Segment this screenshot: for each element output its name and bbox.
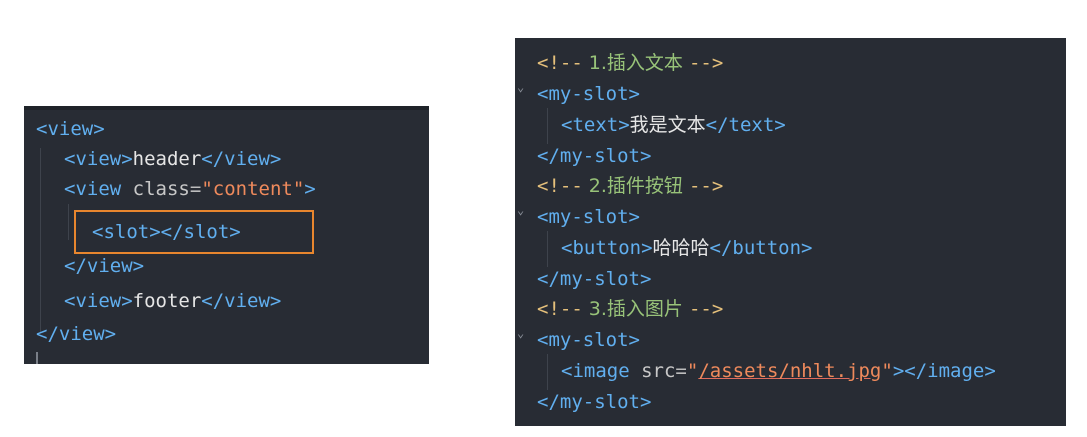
indent-guide bbox=[40, 148, 41, 332]
view-close-tag: </view> bbox=[64, 255, 145, 277]
view-open-start: <view bbox=[64, 178, 122, 200]
slot-highlight-box bbox=[74, 210, 314, 254]
indent-guide bbox=[547, 108, 548, 144]
right-code-editor: <!-- 1.插入文本 --> ⌄ <my-slot> <text>我是文本</… bbox=[515, 38, 1066, 426]
code-line-1: <view> bbox=[36, 114, 429, 144]
code-line-7: </view> bbox=[36, 319, 429, 349]
view-close-tag: </view> bbox=[201, 148, 282, 170]
my-slot-open-2: <my-slot> bbox=[537, 202, 1066, 232]
comment-line-3: <!-- 3.插入图片 --> bbox=[537, 294, 1066, 324]
my-slot-close-3: </my-slot> bbox=[537, 387, 1066, 417]
code-line-2: <view>header</view> bbox=[64, 144, 429, 174]
text-line: <text>我是文本</text> bbox=[561, 110, 1066, 140]
my-slot-close-tag: </my-slot> bbox=[537, 391, 652, 413]
class-attribute: class bbox=[132, 178, 190, 200]
text-open-tag: <text> bbox=[561, 114, 630, 136]
my-slot-open-1: <my-slot> bbox=[537, 79, 1066, 109]
comment-start: <!-- bbox=[537, 175, 583, 197]
view-close-tag: </view> bbox=[201, 290, 282, 312]
equals-sign: = bbox=[675, 360, 687, 382]
my-slot-close-tag: </my-slot> bbox=[537, 268, 652, 290]
indent-guide bbox=[547, 354, 548, 390]
button-line: <button>哈哈哈</button> bbox=[561, 233, 1066, 263]
code-line-5: </view> bbox=[64, 251, 429, 281]
indent-guide bbox=[68, 204, 69, 240]
code-line-3: <view class="content"> bbox=[64, 174, 429, 204]
comment-start: <!-- bbox=[537, 298, 583, 320]
footer-text: footer bbox=[132, 290, 202, 312]
text-cursor bbox=[36, 352, 38, 364]
button-open-tag: <button> bbox=[561, 237, 653, 259]
header-text: header bbox=[132, 148, 202, 170]
code-line-6: <view>footer</view> bbox=[64, 286, 429, 316]
my-slot-close-2: </my-slot> bbox=[537, 264, 1066, 294]
indent-guide bbox=[547, 231, 548, 267]
comment-line-2: <!-- 2.插件按钮 --> bbox=[537, 171, 1066, 201]
comment-text: 1.插入文本 bbox=[582, 52, 689, 74]
button-close-tag: </button> bbox=[709, 237, 813, 259]
comment-text: 3.插入图片 bbox=[582, 298, 689, 320]
comment-line-1: <!-- 1.插入文本 --> bbox=[537, 48, 1066, 78]
view-open-end: > bbox=[304, 178, 316, 200]
my-slot-open-tag: <my-slot> bbox=[537, 329, 640, 351]
my-slot-close-1: </my-slot> bbox=[537, 141, 1066, 171]
fold-chevron-icon[interactable]: ⌄ bbox=[517, 203, 525, 217]
slot-tag: <slot></slot> bbox=[92, 221, 241, 243]
my-slot-close-tag: </my-slot> bbox=[537, 145, 652, 167]
comment-text: 2.插件按钮 bbox=[582, 175, 689, 197]
image-close-tag: ></image> bbox=[892, 360, 996, 382]
my-slot-open-tag: <my-slot> bbox=[537, 83, 640, 105]
comment-end: --> bbox=[688, 52, 724, 74]
comment-end: --> bbox=[688, 298, 724, 320]
quote-open: " bbox=[686, 360, 699, 382]
image-src-link[interactable]: /assets/nhlt.jpg bbox=[698, 360, 882, 382]
view-open-tag: <view> bbox=[64, 290, 133, 312]
code-line-4: <slot></slot> bbox=[92, 217, 429, 247]
image-line: <image src="/assets/nhlt.jpg"></image> bbox=[561, 356, 1066, 386]
view-open-tag: <view> bbox=[36, 118, 105, 140]
my-slot-open-3: <my-slot> bbox=[537, 325, 1066, 355]
text-close-tag: </text> bbox=[705, 114, 786, 136]
image-open-start: <image bbox=[561, 360, 630, 382]
class-value: "content" bbox=[201, 178, 305, 200]
comment-start: <!-- bbox=[537, 52, 583, 74]
view-close-tag: </view> bbox=[36, 323, 117, 345]
view-open-tag: <view> bbox=[64, 148, 133, 170]
text-content: 我是文本 bbox=[629, 114, 706, 136]
button-content: 哈哈哈 bbox=[652, 237, 710, 259]
left-code-editor: <view> <view>header</view> <view class="… bbox=[24, 106, 429, 364]
editor-top-strip bbox=[24, 106, 429, 110]
my-slot-open-tag: <my-slot> bbox=[537, 206, 640, 228]
comment-end: --> bbox=[688, 175, 724, 197]
quote-close: " bbox=[881, 360, 893, 382]
fold-chevron-icon[interactable]: ⌄ bbox=[517, 80, 525, 94]
equals-sign: = bbox=[189, 178, 202, 200]
src-attribute: src bbox=[641, 360, 676, 382]
fold-chevron-icon[interactable]: ⌄ bbox=[517, 326, 525, 340]
